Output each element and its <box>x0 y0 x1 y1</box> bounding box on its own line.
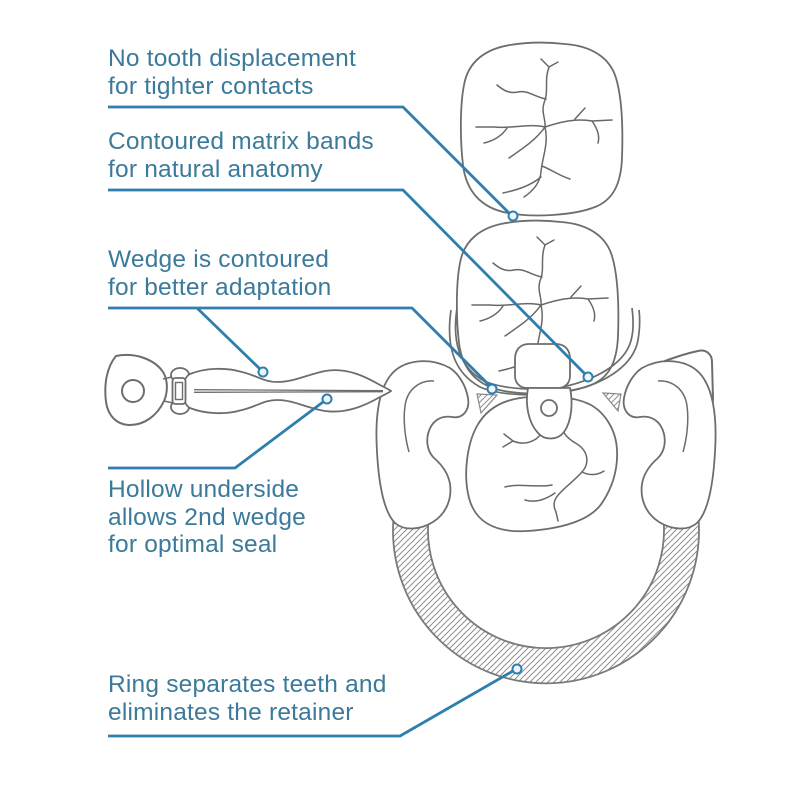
endpoint-ring <box>511 663 523 675</box>
interproximal-wedge <box>514 343 573 440</box>
label-line: for tighter contacts <box>108 72 314 100</box>
leader-no-tooth-displacement <box>108 105 511 215</box>
label-contoured-matrix-bands: Contoured matrix bands for natural anato… <box>108 128 374 183</box>
label-line: for better adaptation <box>108 273 332 301</box>
endpoint-matrix-band <box>582 371 594 383</box>
endpoint-wedge-in-place <box>486 383 498 395</box>
label-line: allows 2nd wedge <box>108 503 306 531</box>
label-line: for natural anatomy <box>108 155 323 183</box>
separator-ring <box>392 518 700 685</box>
label-ring-separates: Ring separates teeth and eliminates the … <box>108 671 387 726</box>
label-line: Wedge is contoured <box>108 246 330 273</box>
label-line: for optimal seal <box>108 531 278 559</box>
leader-endpoints <box>257 210 594 675</box>
leader-ring-separates <box>108 669 514 738</box>
hatched-tabs <box>476 392 622 415</box>
leader-wedge-to-instrument <box>196 306 261 371</box>
ring-tine-left <box>375 360 470 530</box>
label-no-tooth-displacement: No tooth displacement for tighter contac… <box>108 45 356 100</box>
leader-contoured-bands <box>108 188 586 375</box>
ring-tine-right <box>622 360 717 530</box>
label-line: eliminates the retainer <box>108 698 354 726</box>
endpoint-hollow-underside <box>321 393 333 405</box>
label-line: Ring separates teeth and <box>108 671 387 698</box>
wedge-instrument <box>104 354 393 427</box>
label-line: Hollow underside <box>108 476 300 503</box>
leader-wedge-contoured <box>108 306 490 386</box>
label-wedge-contoured: Wedge is contoured for better adaptation <box>108 246 332 301</box>
endpoint-contact-point <box>507 210 519 222</box>
label-line: No tooth displacement <box>108 45 356 72</box>
label-line: Contoured matrix bands <box>108 128 374 155</box>
molar-inside-ring <box>465 395 618 533</box>
leader-lines <box>108 105 586 738</box>
endpoint-wedge-instrument <box>257 366 269 378</box>
leader-hollow-underside <box>108 400 324 470</box>
label-hollow-underside: Hollow underside allows 2nd wedge for op… <box>108 476 306 559</box>
